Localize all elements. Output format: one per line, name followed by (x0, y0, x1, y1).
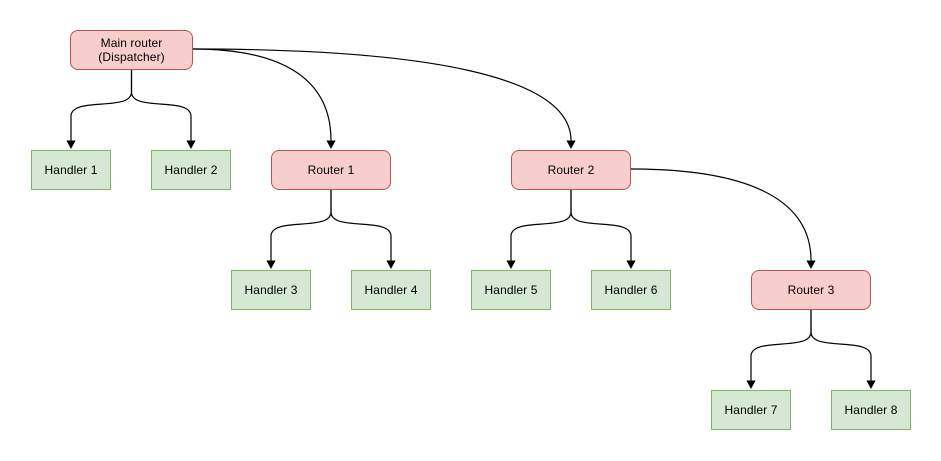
edge-router-2-to-router-3-arrowhead (806, 260, 816, 269)
edge-main-to-router-2-arrowhead (566, 140, 576, 149)
edge-router-2-to-handler-5-arrowhead (506, 260, 516, 269)
node-label-main-router: Main router (Dispatcher) (98, 36, 165, 64)
edge-main-to-handler-1-arrowhead (66, 140, 76, 149)
node-label-handler-3: Handler 3 (244, 283, 298, 297)
edge-router-3-to-handler-8 (810, 309, 872, 382)
node-main-router[interactable]: Main router (Dispatcher) (70, 30, 193, 70)
node-label-handler-5: Handler 5 (484, 283, 538, 297)
edge-router-1-to-handler-3 (270, 189, 332, 262)
node-handler-2[interactable]: Handler 2 (151, 150, 231, 190)
edge-main-to-router-1 (192, 48, 332, 142)
edge-main-to-router-1-arrowhead (326, 140, 336, 149)
edge-router-2-to-router-3 (630, 168, 812, 262)
edge-router-3-to-handler-7 (750, 309, 812, 382)
edge-router-1-to-handler-4-arrowhead (386, 260, 396, 269)
node-handler-5[interactable]: Handler 5 (471, 270, 551, 310)
edge-router-3-to-handler-7-arrowhead (746, 380, 756, 389)
edge-main-to-router-2 (192, 48, 572, 142)
node-handler-6[interactable]: Handler 6 (591, 270, 671, 310)
node-handler-8[interactable]: Handler 8 (831, 390, 911, 430)
edge-router-2-to-handler-6-arrowhead (626, 260, 636, 269)
node-label-router-2: Router 2 (547, 163, 595, 177)
edge-router-1-to-handler-4 (330, 189, 392, 262)
node-label-router-3: Router 3 (787, 283, 835, 297)
node-label-handler-2: Handler 2 (164, 163, 218, 177)
node-label-handler-8: Handler 8 (844, 403, 898, 417)
edge-main-to-handler-1 (70, 69, 133, 142)
node-handler-4[interactable]: Handler 4 (351, 270, 431, 310)
node-router-2[interactable]: Router 2 (511, 150, 631, 190)
edge-main-to-handler-2-arrowhead (186, 140, 196, 149)
node-handler-1[interactable]: Handler 1 (31, 150, 111, 190)
node-router-3[interactable]: Router 3 (751, 270, 871, 310)
node-label-handler-6: Handler 6 (604, 283, 658, 297)
node-handler-3[interactable]: Handler 3 (231, 270, 311, 310)
edge-router-2-to-handler-6 (570, 189, 632, 262)
node-label-handler-1: Handler 1 (44, 163, 98, 177)
edge-router-2-to-handler-5 (510, 189, 572, 262)
node-label-handler-4: Handler 4 (364, 283, 418, 297)
edge-router-1-to-handler-3-arrowhead (266, 260, 276, 269)
node-label-handler-7: Handler 7 (724, 403, 778, 417)
edge-main-to-handler-2 (130, 69, 192, 142)
edge-router-3-to-handler-8-arrowhead (866, 380, 876, 389)
node-handler-7[interactable]: Handler 7 (711, 390, 791, 430)
node-label-router-1: Router 1 (307, 163, 355, 177)
node-router-1[interactable]: Router 1 (271, 150, 391, 190)
